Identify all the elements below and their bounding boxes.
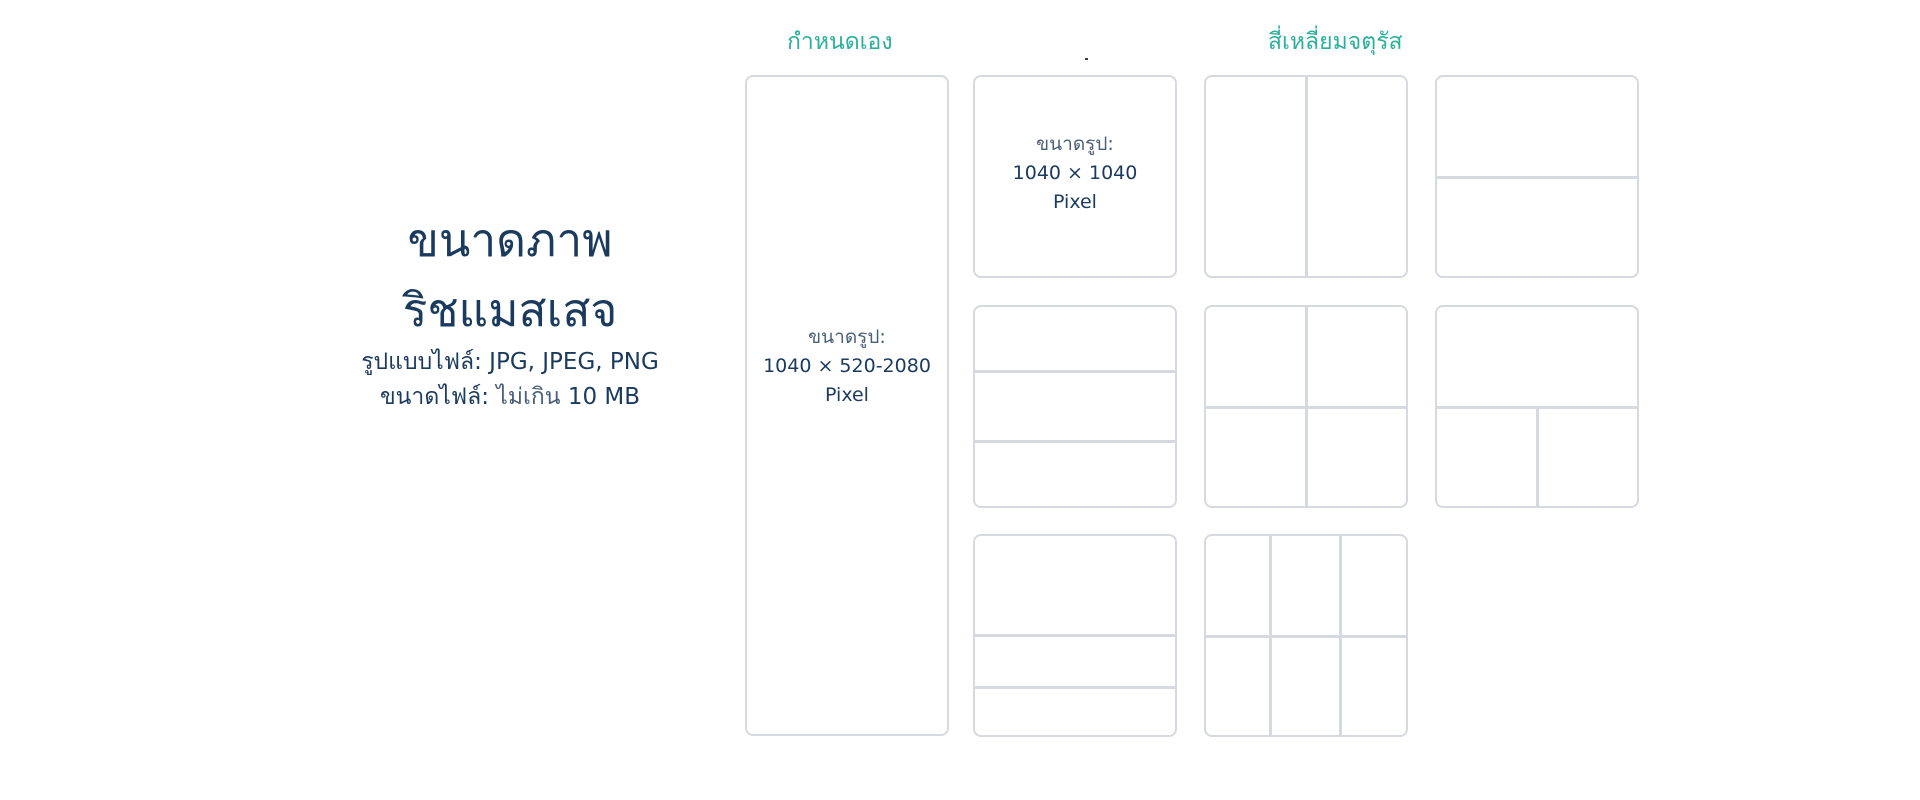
layout-tile-3-rows[interactable]: [973, 305, 1177, 508]
caption-unit: Pixel: [825, 384, 869, 406]
layout-tile-1-top-2-rows[interactable]: [973, 534, 1177, 737]
divider: [975, 634, 1175, 637]
page-title-line-1: ขนาดภาพ: [407, 213, 613, 267]
divider: [1206, 406, 1406, 409]
caption-label: ขนาดรูป:: [1036, 133, 1114, 155]
layout-tile-2-rows[interactable]: [1435, 75, 1639, 278]
group-label-square: สี่เหลี่ยมจตุรัส: [1268, 29, 1403, 55]
stray-mark: [1085, 58, 1088, 60]
divider: [1437, 176, 1637, 179]
file-size-limit-text: ไม่เกิน: [496, 384, 561, 410]
layout-tile-1-top-2-bottom[interactable]: [1435, 305, 1639, 508]
tile-caption: ขนาดรูป: 1040 × 520-2080 Pixel: [747, 323, 947, 410]
file-format-value: JPG, JPEG, PNG: [489, 349, 659, 375]
divider: [1206, 635, 1406, 638]
layout-tile-2-columns[interactable]: [1204, 75, 1408, 278]
tile-caption: ขนาดรูป: 1040 × 1040 Pixel: [975, 130, 1175, 217]
divider: [1305, 77, 1308, 276]
info-panel: ขนาดภาพ ริชแมสเสจ รูปแบบไฟล์: JPG, JPEG,…: [300, 205, 720, 415]
file-format-info: รูปแบบไฟล์: JPG, JPEG, PNG: [300, 345, 720, 380]
group-label-custom: กำหนดเอง: [787, 29, 893, 55]
caption-size: 1040 × 1040: [1012, 162, 1138, 184]
caption-size: 1040 × 520-2080: [763, 355, 931, 377]
layout-tile-2x2-grid[interactable]: [1204, 305, 1408, 508]
file-size-info: ขนาดไฟล์: ไม่เกิน 10 MB: [300, 380, 720, 415]
caption-unit: Pixel: [1053, 191, 1097, 213]
divider: [1536, 407, 1539, 506]
caption-label: ขนาดรูป:: [808, 326, 886, 348]
file-size-value: 10 MB: [567, 384, 641, 410]
page-title-line-2: ริชแมสเสจ: [402, 283, 618, 337]
divider: [975, 686, 1175, 689]
layout-tile-3x2-grid[interactable]: [1204, 534, 1408, 737]
layout-tile-custom[interactable]: ขนาดรูป: 1040 × 520-2080 Pixel: [745, 75, 949, 736]
divider: [975, 370, 1175, 373]
divider: [975, 440, 1175, 443]
file-format-label: รูปแบบไฟล์:: [361, 349, 482, 375]
file-size-label: ขนาดไฟล์:: [379, 384, 489, 410]
layout-tile-square-full[interactable]: ขนาดรูป: 1040 × 1040 Pixel: [973, 75, 1177, 278]
